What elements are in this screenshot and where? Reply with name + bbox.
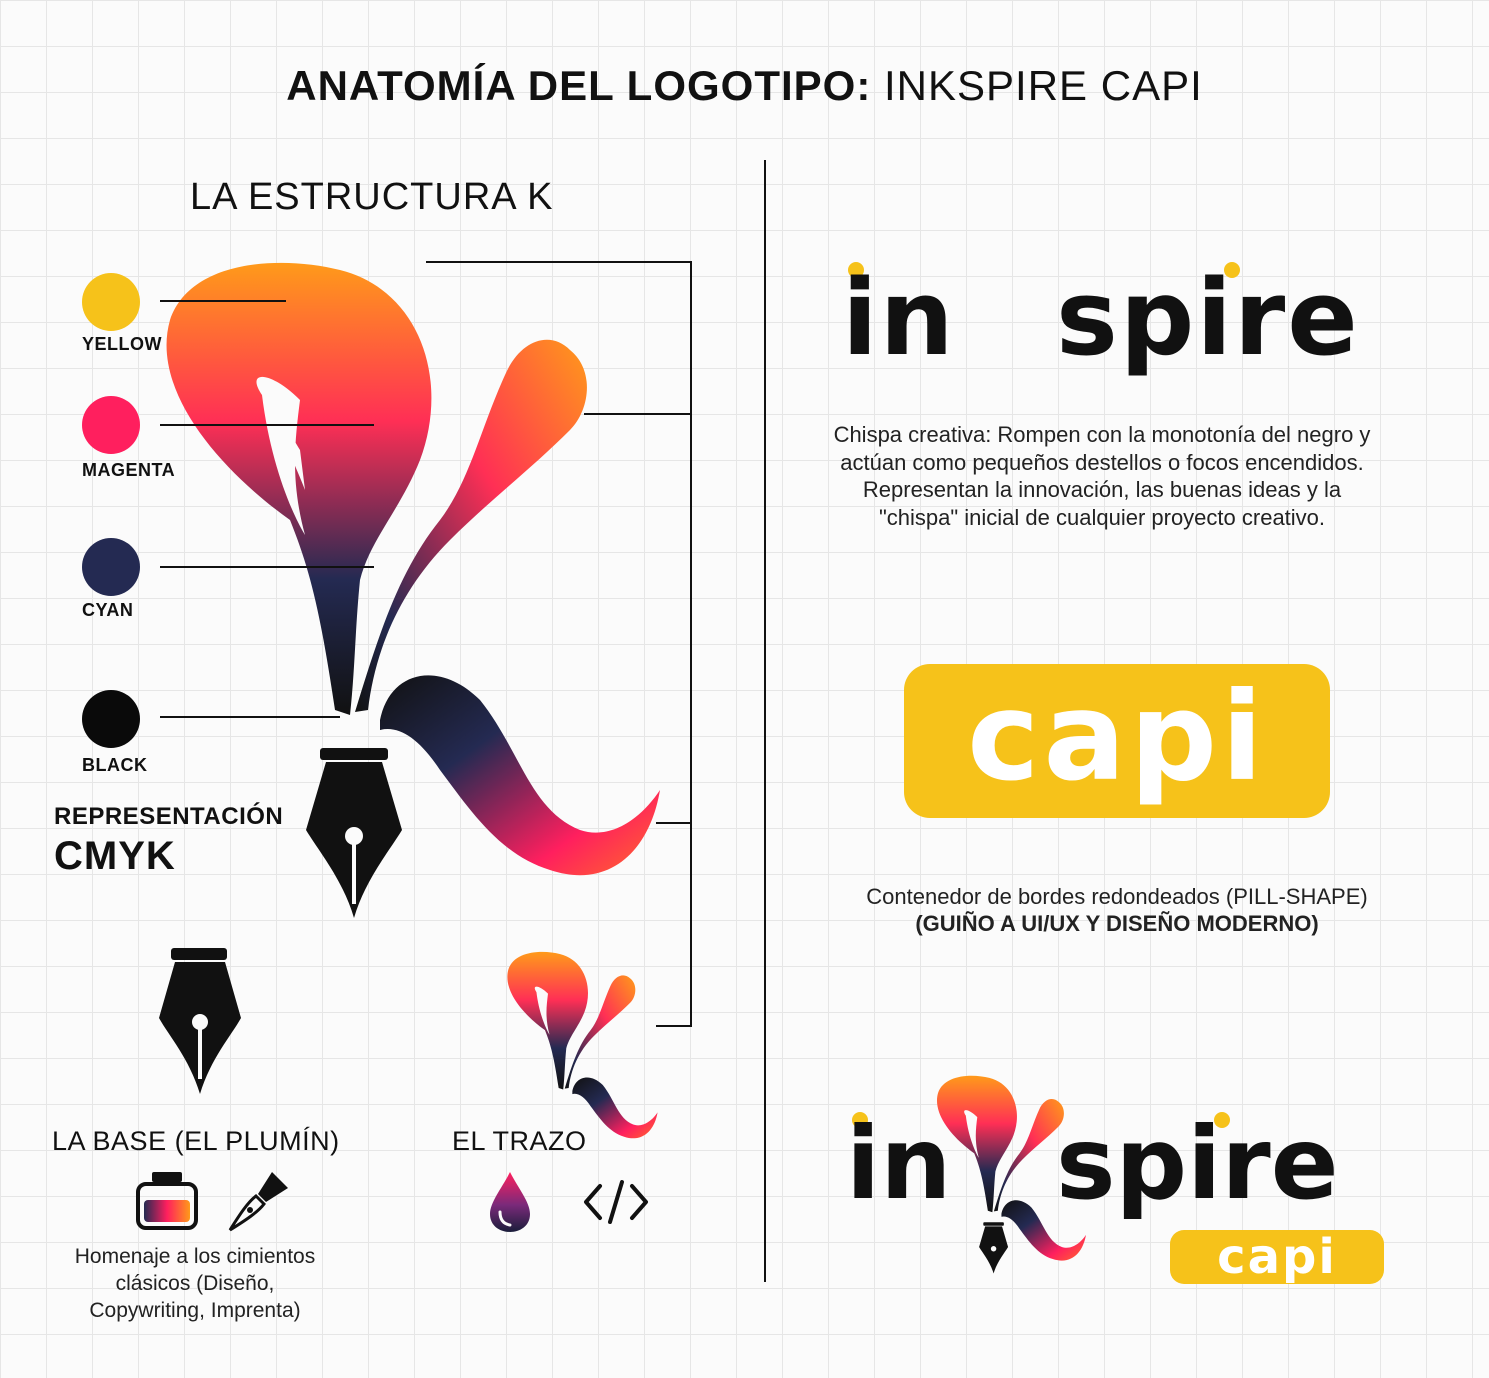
bracket-arm xyxy=(584,413,692,415)
code-icon xyxy=(584,1180,648,1224)
capi-pill-text: capi xyxy=(967,666,1267,808)
page-title: ANATOMÍA DEL LOGOTIPO: INKSPIRE CAPI xyxy=(0,62,1489,110)
cmyk-title: CMYK xyxy=(54,834,176,878)
fountain-pen-icon xyxy=(228,1172,288,1232)
pill-caption-line: Contenedor de bordes redondeados (PILL-S… xyxy=(866,884,1368,909)
base-label: LA BASE (EL PLUMÍN) xyxy=(52,1126,340,1156)
spark-description: Chispa creativa: Rompen con la monotonía… xyxy=(790,421,1414,531)
spark-desc-line: Chispa creativa: Rompen con la monotonía… xyxy=(833,422,1371,447)
spark-desc-line: actúan como pequeños destellos o focos e… xyxy=(840,449,1364,475)
final-in-text: in xyxy=(846,1105,952,1222)
bracket-vertical xyxy=(690,261,692,1027)
swatch-black xyxy=(82,690,140,748)
bracket-leg xyxy=(656,822,692,824)
final-spark-dot-spire xyxy=(1214,1112,1230,1128)
spark-dot-spire xyxy=(1224,262,1240,278)
swatch-label-black: BLACK xyxy=(82,755,148,775)
bracket-small xyxy=(656,1025,692,1027)
final-capi-text: capi xyxy=(1217,1229,1337,1285)
k-stroke-illustration xyxy=(507,951,658,1139)
swatch-magenta xyxy=(82,396,140,454)
ink-bottle-icon xyxy=(136,1172,198,1230)
k-structure-illustration xyxy=(166,262,660,918)
final-spire-text: spire xyxy=(1056,1105,1339,1222)
nib-base-illustration xyxy=(159,948,241,1094)
cmyk-label: REPRESENTACIÓN xyxy=(54,803,284,830)
swatch-label-magenta: MAGENTA xyxy=(82,460,176,480)
pill-caption-bold-text: (GUIÑO A UI/UX Y DISEÑO MODERNO) xyxy=(915,911,1319,936)
bracket-top xyxy=(426,261,692,263)
swatch-cyan xyxy=(82,538,140,596)
wordmark-in-text: in xyxy=(842,257,956,379)
base-desc-line: clásicos (Diseño, xyxy=(115,1272,275,1295)
title-light: INKSPIRE CAPI xyxy=(871,62,1203,109)
swatch-label-yellow: YELLOW xyxy=(82,334,162,354)
spark-desc-line: Representan la innovación, las buenas id… xyxy=(862,477,1342,502)
final-k-mark xyxy=(936,1075,1086,1274)
spark-desc-line: "chispa" inicial de cualquier proyecto c… xyxy=(878,504,1326,530)
final-spark-dot-i xyxy=(852,1112,868,1128)
ink-drop-icon xyxy=(490,1172,530,1232)
swatch-yellow xyxy=(82,273,140,331)
base-description: Homenaje a los cimientos clásicos (Diseñ… xyxy=(40,1243,350,1324)
title-bold: ANATOMÍA DEL LOGOTIPO: xyxy=(286,62,872,109)
center-divider xyxy=(764,160,766,1282)
pill-caption: Contenedor de bordes redondeados (PILL-S… xyxy=(810,883,1424,937)
final-capi-pill: capi xyxy=(1170,1230,1384,1284)
capi-pill: capi xyxy=(904,664,1330,818)
wordmark-spire-text: spire xyxy=(1056,257,1360,379)
leader-magenta xyxy=(160,424,374,426)
leader-yellow xyxy=(160,300,286,302)
leader-black xyxy=(160,716,340,718)
base-desc-line: Copywriting, Imprenta) xyxy=(89,1299,301,1322)
leader-cyan xyxy=(160,566,374,568)
spark-dot-i xyxy=(848,262,864,278)
structure-heading: LA ESTRUCTURA K xyxy=(190,176,554,218)
swatch-label-cyan: CYAN xyxy=(82,600,134,620)
final-logo: in spire capi xyxy=(846,1070,1388,1290)
stroke-label: EL TRAZO xyxy=(452,1126,587,1156)
base-desc-line: Homenaje a los cimientos xyxy=(74,1245,316,1268)
pill-caption-bold: (GUIÑO A UI/UX Y DISEÑO MODERNO) xyxy=(810,910,1424,937)
